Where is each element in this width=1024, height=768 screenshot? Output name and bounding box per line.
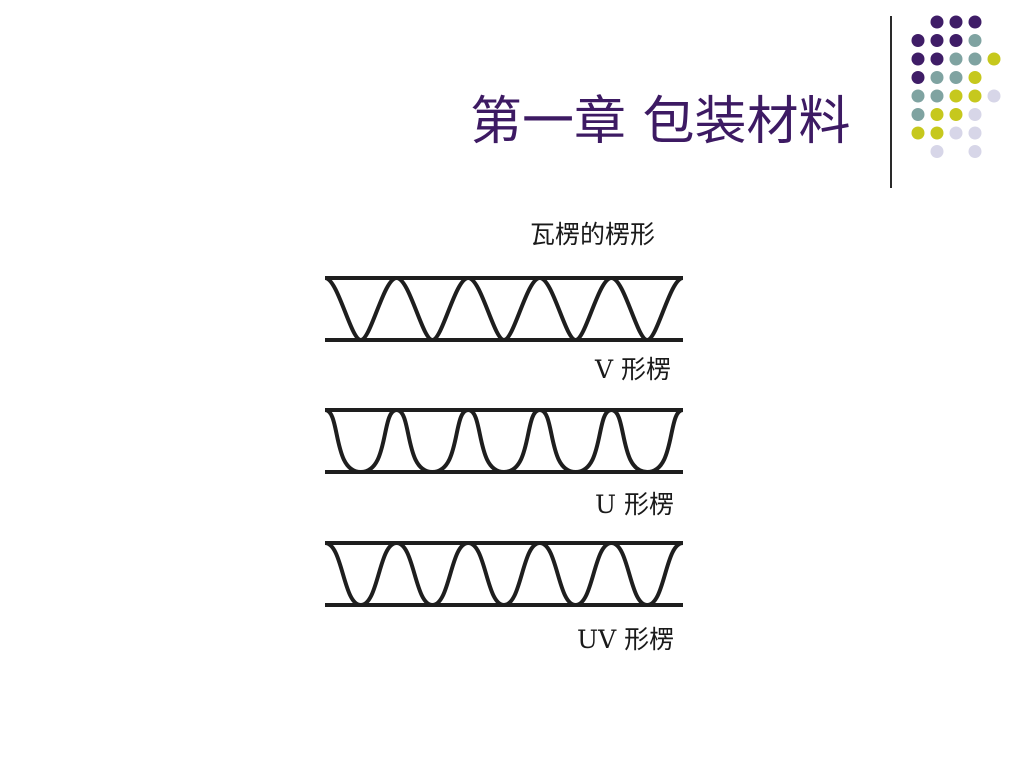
corrugated-flute-wave [324,408,684,474]
decorative-dot [930,71,944,84]
slide-title: 第一章 包装材料 [470,92,851,152]
decorative-dot [968,52,982,66]
decorative-dot [968,145,982,158]
uv-flute-label: UV 形楞 [577,625,675,654]
decorative-dot [968,126,982,140]
u-flute-drawing [324,408,684,474]
decorative-dot [911,71,925,84]
title-divider-line [890,16,892,188]
decorative-dot [930,52,944,66]
decorative-dot [987,52,1001,66]
uv-flute-drawing [324,541,684,607]
decorative-dot [949,89,963,103]
figure-title: 瓦楞的楞形 [530,220,656,249]
decorative-dot [968,15,982,29]
decorative-dot [968,108,982,121]
decorative-dot [968,34,982,47]
v-flute-drawing [324,276,684,342]
decorative-dot [930,34,944,47]
decorative-dot [949,108,963,121]
decorative-dot [968,89,982,103]
decorative-dot [949,34,963,47]
flute-shapes-figure: 瓦楞的楞形 V 形楞 U 形楞 UV 形楞 [315,205,715,665]
flute-diagram [324,276,684,607]
decorative-dot [968,71,982,84]
decorative-dot [930,108,944,121]
decorative-dot [949,15,963,29]
decorative-dot [911,89,925,103]
decorative-dot [930,89,944,103]
decorative-dot [949,126,963,140]
u-flute-label: U 形楞 [595,490,675,519]
decorative-dot [987,89,1001,103]
decorative-dot [949,52,963,66]
decorative-dot [911,108,925,121]
decorative-dot [911,52,925,66]
decorative-dot [911,126,925,140]
v-flute-label: V 形楞 [595,355,672,384]
corrugated-flute-wave [324,541,684,607]
decorative-dot [911,34,925,47]
decorative-dot [949,71,963,84]
corrugated-flute-wave [324,276,684,342]
decorative-dot [930,126,944,140]
decorative-dot [930,15,944,29]
decorative-dot [930,145,944,158]
